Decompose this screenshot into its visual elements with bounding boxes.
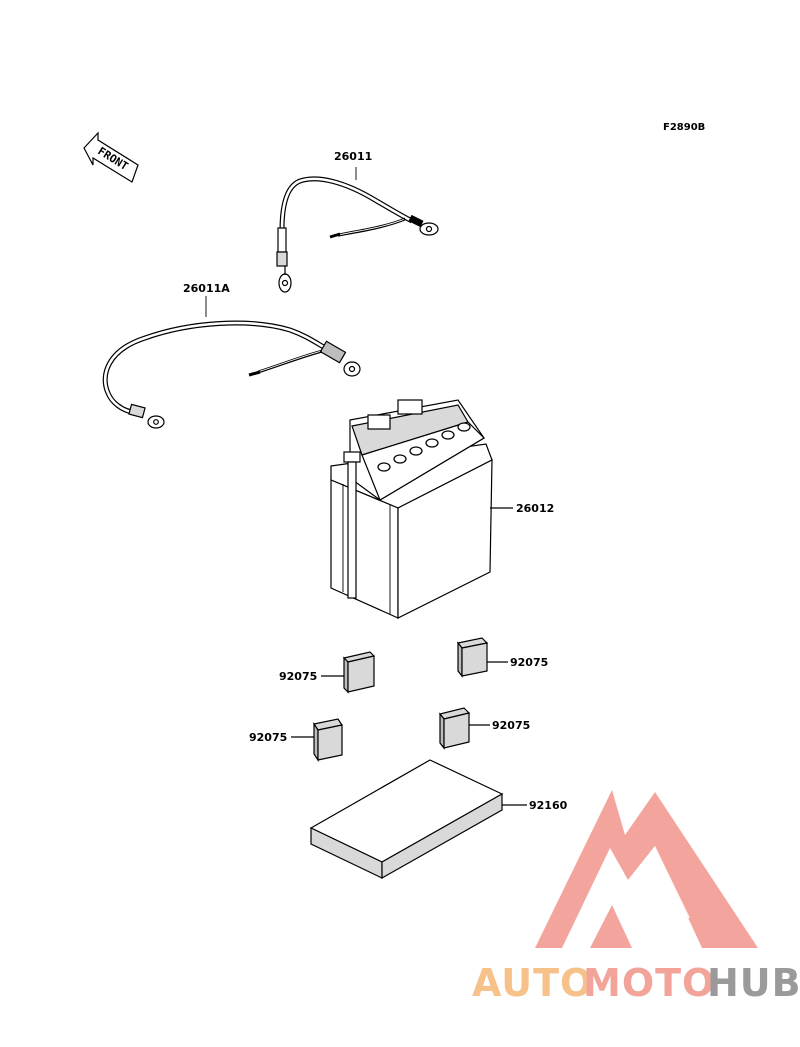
front-arrow-icon: FRONT [83, 131, 139, 183]
watermark-logo-icon [535, 790, 758, 948]
battery [330, 399, 513, 619]
watermark-word-hub: HUB [707, 961, 800, 1005]
cable-negative [102, 296, 361, 429]
part-number-pad-upper-right: 92075 [510, 656, 548, 669]
watermark-word-auto: AUTO [472, 961, 593, 1005]
part-number-pad-upper-left: 92075 [279, 670, 317, 683]
pad-upper-right [456, 637, 508, 678]
pad-lower-left [291, 718, 343, 762]
part-number-pad-lower-left: 92075 [249, 731, 287, 744]
watermark-wordmark: AUTO MOTO HUB [472, 961, 800, 1005]
figure-code: F2890B [663, 122, 705, 133]
watermark-word-moto: MOTO [583, 961, 715, 1005]
pad-upper-left [321, 651, 376, 694]
part-number-cable-positive: 26011 [334, 150, 372, 163]
pad-lower-right [438, 707, 490, 750]
part-number-battery: 26012 [516, 502, 554, 515]
mat [309, 759, 527, 880]
cable-positive [276, 167, 439, 293]
part-number-pad-lower-right: 92075 [492, 719, 530, 732]
part-number-mat: 92160 [529, 799, 568, 812]
part-number-cable-negative: 26011A [183, 282, 230, 295]
